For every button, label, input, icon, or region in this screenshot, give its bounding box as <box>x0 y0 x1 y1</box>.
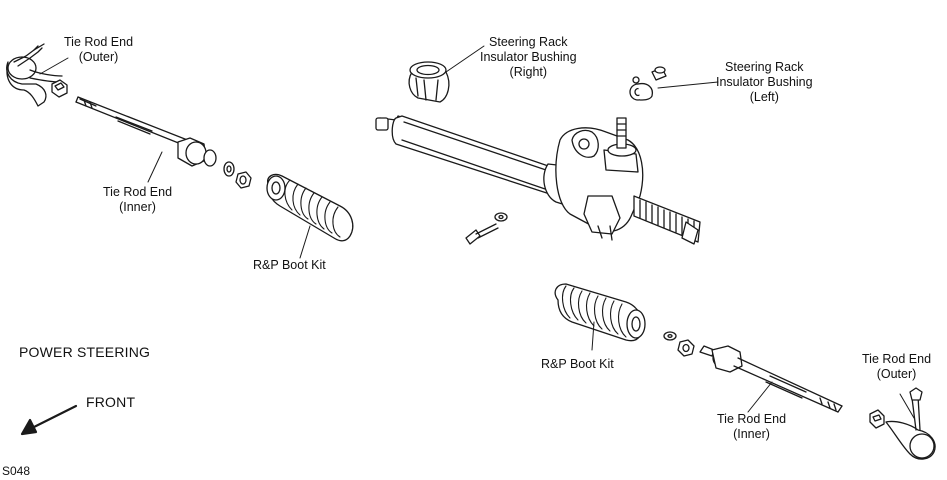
insulator-bushing-left <box>629 66 667 101</box>
label-line: Steering Rack <box>489 35 568 49</box>
label-line: (Outer) <box>78 50 119 64</box>
rp-boot-left <box>266 173 354 242</box>
front-direction-label: FRONT <box>86 394 136 410</box>
label-tie-rod-end-outer-left: Tie Rod End (Outer) <box>64 35 133 65</box>
inner-tie-rod-right <box>699 345 843 413</box>
label-bushing-right: Steering Rack Insulator Bushing (Right) <box>480 35 577 80</box>
label-boot-left: R&P Boot Kit <box>253 258 326 273</box>
label-line: Tie Rod End <box>717 412 787 426</box>
label-line: R&P Boot Kit <box>253 258 326 272</box>
label-line: (Outer) <box>876 367 917 381</box>
label-line: Insulator Bushing <box>716 75 813 89</box>
rp-boot-right <box>554 283 646 342</box>
diagram-title: POWER STEERING <box>19 344 151 360</box>
inner-tie-rod-left <box>75 96 217 167</box>
insulator-bushing-right <box>408 61 450 103</box>
label-line: Tie Rod End <box>64 35 134 49</box>
label-line: Tie Rod End <box>103 185 173 199</box>
outer-tie-rod-end-left <box>6 43 63 107</box>
label-tie-rod-end-inner-right: Tie Rod End (Inner) <box>717 412 786 442</box>
label-line: (Right) <box>509 65 548 79</box>
label-line: (Inner) <box>733 427 770 441</box>
label-line: (Left) <box>749 90 779 104</box>
label-line: (Inner) <box>119 200 156 214</box>
label-tie-rod-end-outer-right: Tie Rod End (Outer) <box>862 352 931 382</box>
front-arrow <box>20 404 78 436</box>
outer-tie-rod-end-right <box>869 387 936 460</box>
label-boot-right: R&P Boot Kit <box>541 357 614 372</box>
leader-lines <box>39 45 915 419</box>
label-line: Insulator Bushing <box>480 50 577 64</box>
label-tie-rod-end-inner-left: Tie Rod End (Inner) <box>103 185 172 215</box>
label-line: Tie Rod End <box>862 352 932 366</box>
label-line: Steering Rack <box>725 60 804 74</box>
washer-nut-left <box>223 161 252 189</box>
figure-code: S048 <box>2 464 31 478</box>
label-bushing-left: Steering Rack Insulator Bushing (Left) <box>716 60 813 105</box>
castle-nut-left <box>51 79 68 98</box>
mounting-bolt <box>465 212 508 245</box>
label-line: R&P Boot Kit <box>541 357 614 371</box>
washer-nut-right <box>663 331 695 357</box>
steering-rack-assembly <box>375 115 701 245</box>
